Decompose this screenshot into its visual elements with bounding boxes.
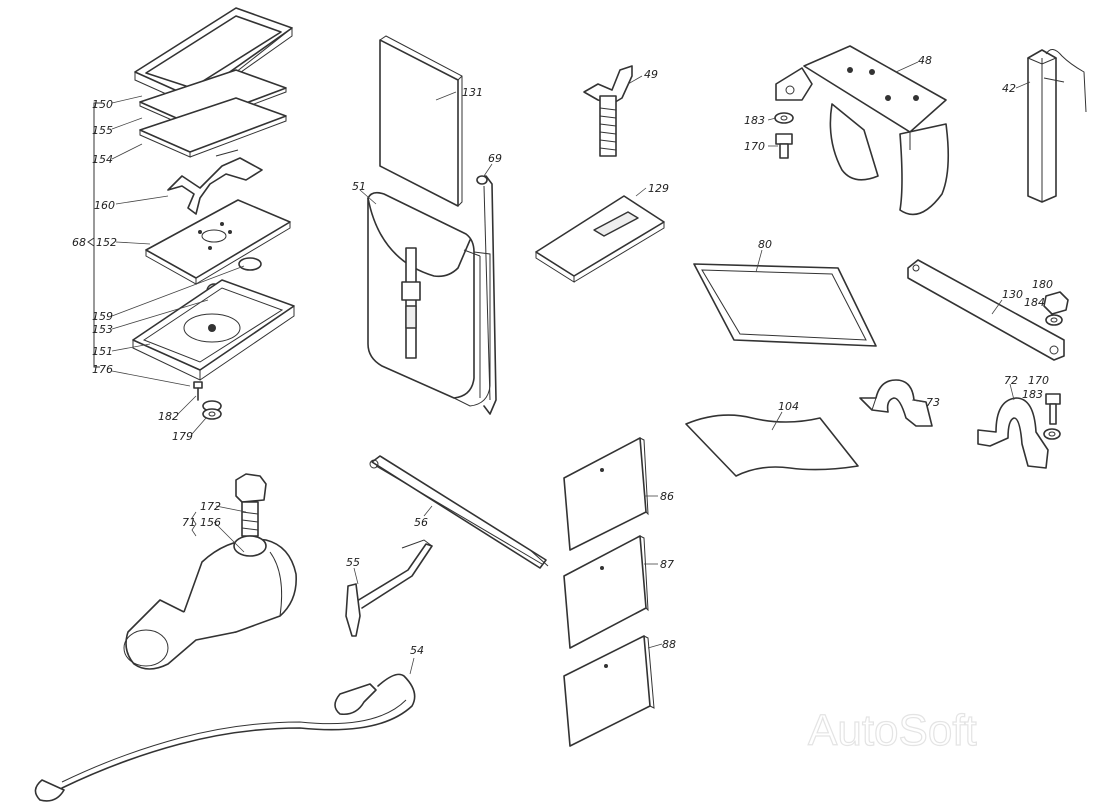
part-154-gasket (139, 97, 287, 158)
leader-73 (911, 399, 925, 403)
callout-183-bottom: 183 (1022, 388, 1043, 401)
part-80-cloth (693, 263, 877, 347)
callout-73: 73 (926, 396, 940, 409)
callout-151: 151 (92, 345, 113, 358)
part-152-plate (145, 199, 291, 285)
leader-131 (435, 91, 457, 101)
leader-88 (647, 643, 663, 649)
part-159-washer (238, 257, 262, 271)
callout-152: 152 (96, 236, 117, 249)
part-155-gasket (139, 69, 287, 129)
part-131-booklet (379, 35, 463, 207)
leader-55 (353, 567, 359, 585)
callout-131: 131 (462, 86, 483, 99)
part-160-spring-clip (167, 149, 263, 215)
part-56-strap (369, 455, 549, 569)
part-150-frame (134, 7, 293, 107)
callout-170-top: 170 (744, 140, 765, 153)
callout-87: 87 (660, 558, 674, 571)
callout-72: 72 (1004, 374, 1018, 387)
leader-104 (771, 411, 783, 431)
callout-179: 179 (172, 430, 193, 443)
callout-104: 104 (778, 400, 799, 413)
callout-69: 69 (488, 152, 502, 165)
callout-129: 129 (648, 182, 669, 195)
callout-156: 156 (200, 516, 221, 529)
bracket-68-tip (87, 237, 95, 247)
callout-155: 155 (92, 124, 113, 137)
callout-182: 182 (158, 410, 179, 423)
leader-69 (483, 163, 493, 177)
callout-55: 55 (346, 556, 360, 569)
leader-51 (359, 189, 377, 205)
callout-71: 71 (182, 516, 196, 529)
part-130-bar (907, 259, 1065, 361)
callout-88: 88 (662, 638, 676, 651)
part-172-bolt (235, 473, 267, 537)
callout-183-top: 183 (744, 114, 765, 127)
callout-86: 86 (660, 490, 674, 503)
watermark: AutoSoft (808, 706, 977, 755)
part-51-bag (367, 191, 491, 407)
callout-170-bottom: 170 (1028, 374, 1049, 387)
part-72-clamp (977, 397, 1049, 469)
part-182-screw (193, 381, 203, 401)
leader-49 (627, 75, 643, 85)
callout-172: 172 (200, 500, 221, 513)
part-129-plate (535, 195, 665, 283)
leaders-left (111, 95, 245, 435)
callout-42: 42 (1002, 82, 1016, 95)
part-73-clamp (859, 379, 933, 427)
leaders-71 (191, 505, 247, 553)
part-42-rod (1026, 49, 1087, 203)
part-179-nut (202, 400, 222, 420)
part-69-strap (476, 175, 497, 415)
callout-49: 49 (644, 68, 658, 81)
callout-154: 154 (92, 153, 113, 166)
leader-48 (895, 61, 919, 73)
part-183-washer-top (774, 112, 794, 124)
callout-130: 130 (1002, 288, 1023, 301)
part-49-wing-bolt (583, 65, 633, 157)
bracket-68 (93, 102, 100, 368)
callout-54: 54 (410, 644, 424, 657)
callout-68: 68 (72, 236, 86, 249)
callout-176: 176 (92, 363, 113, 376)
leader-129 (635, 187, 647, 197)
callout-80: 80 (758, 238, 772, 251)
part-180-nut (1043, 291, 1069, 315)
leader-42 (1015, 81, 1031, 89)
part-170-bolt-top (775, 133, 793, 159)
part-184-washer (1045, 314, 1063, 326)
callout-48: 48 (918, 54, 932, 67)
part-54-cable (34, 673, 416, 802)
leader-183a (767, 117, 777, 121)
callout-160: 160 (94, 199, 115, 212)
leader-80 (755, 249, 763, 273)
part-170-bolt-bottom (1045, 393, 1061, 425)
part-183-washer-bottom (1043, 428, 1061, 440)
part-104-cloth (685, 414, 859, 477)
callout-184: 184 (1024, 296, 1045, 309)
part-48-bracket (775, 45, 950, 216)
callout-180: 180 (1032, 278, 1053, 291)
part-156-adapter (123, 535, 297, 670)
part-87-plate (563, 535, 649, 649)
leader-130 (991, 299, 1003, 315)
part-55-pin (345, 539, 433, 637)
leader-72 (1009, 383, 1015, 401)
part-151-base-tray (132, 279, 295, 381)
part-86-plate (563, 437, 649, 551)
callout-51: 51 (352, 180, 366, 193)
callout-159: 159 (92, 310, 113, 323)
callout-56: 56 (414, 516, 428, 529)
callout-150: 150 (92, 98, 113, 111)
callout-153: 153 (92, 323, 113, 336)
leader-54 (409, 657, 415, 675)
leader-56 (423, 505, 433, 517)
part-88-plate (563, 635, 655, 747)
